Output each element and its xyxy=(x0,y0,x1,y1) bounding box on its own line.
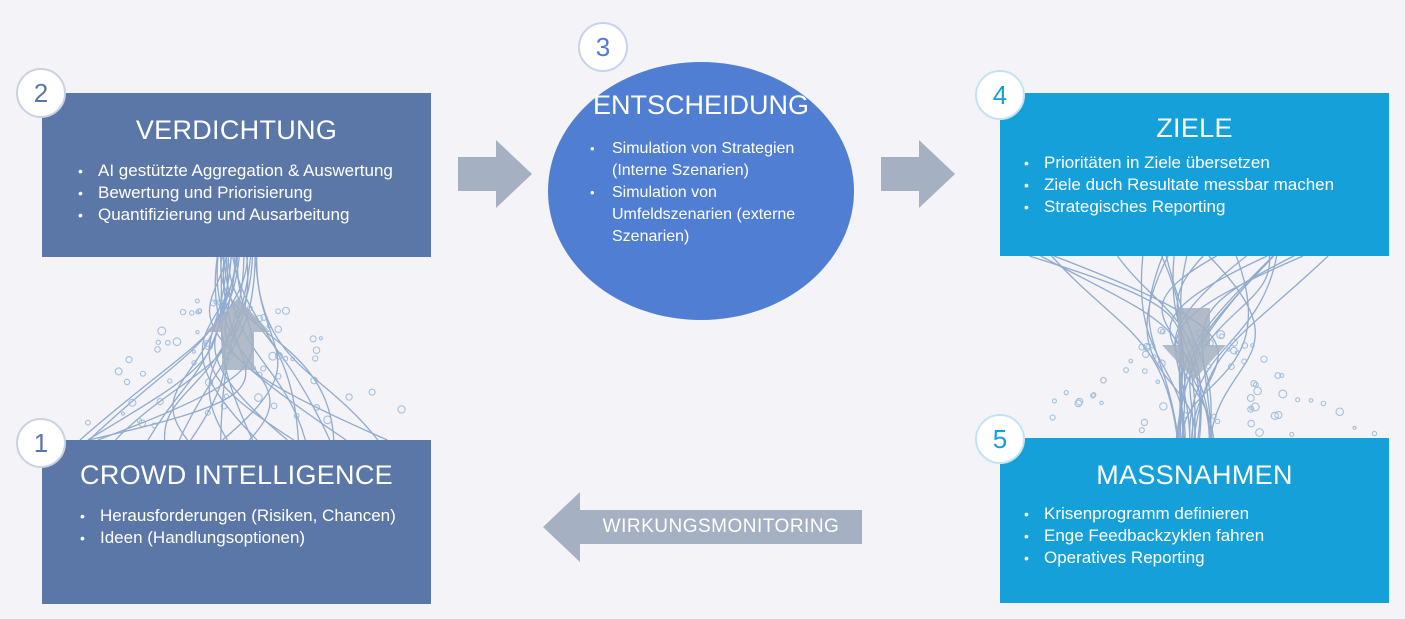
bubble xyxy=(1101,378,1106,383)
arrow-right-icon xyxy=(458,140,532,208)
list-item: Bewertung und Priorisierung xyxy=(76,182,431,204)
bubble xyxy=(1372,431,1376,435)
bubble xyxy=(310,336,316,342)
list-item: Krisenprogramm definieren xyxy=(1022,503,1389,525)
list-item: Strategisches Reporting xyxy=(1022,196,1389,218)
bubble xyxy=(1052,399,1056,403)
step-title: ENTSCHEIDUNG xyxy=(548,90,854,121)
bubble xyxy=(158,327,166,335)
bubble xyxy=(1290,432,1294,436)
bubble xyxy=(1279,390,1287,398)
bubble xyxy=(398,406,405,413)
bubble xyxy=(180,309,185,314)
bubble xyxy=(1321,401,1326,406)
list-item: Herausforderungen (Risiken, Chancen) xyxy=(78,505,431,527)
bubble xyxy=(313,356,318,361)
step-number-badge: 1 xyxy=(16,418,66,468)
list-item: Prioritäten in Ziele übersetzen xyxy=(1022,152,1389,174)
bubble xyxy=(156,340,160,344)
list-item: Enge Feedbackzyklen fahren xyxy=(1022,525,1389,547)
bubble xyxy=(192,350,195,353)
bubble xyxy=(196,331,199,334)
bubble xyxy=(1156,380,1160,384)
bubble xyxy=(1296,398,1300,402)
bubble xyxy=(1143,351,1149,357)
bubble xyxy=(1215,419,1219,423)
bubble xyxy=(346,394,352,400)
bubble xyxy=(1100,401,1103,404)
bubble xyxy=(324,416,332,424)
bubble xyxy=(224,394,228,398)
step-title: MASSNAHMEN xyxy=(1000,460,1389,491)
bubble xyxy=(1227,348,1230,351)
root-strand xyxy=(191,257,225,440)
bubble xyxy=(115,368,122,375)
bubble xyxy=(173,338,181,346)
bubble xyxy=(1251,344,1254,347)
list-item: Operatives Reporting xyxy=(1022,547,1389,569)
bubble xyxy=(1050,415,1055,420)
bubble xyxy=(271,403,277,409)
bubble xyxy=(1220,334,1224,338)
step-number-badge: 2 xyxy=(16,68,66,118)
bubble xyxy=(1242,359,1247,364)
bubble xyxy=(195,299,199,303)
bubble xyxy=(1141,419,1147,425)
bubble xyxy=(1143,369,1148,374)
step-entscheidung: ENTSCHEIDUNG Simulation von Strategien (… xyxy=(548,62,854,320)
step-number-badge: 3 xyxy=(578,22,628,72)
bubble xyxy=(86,420,91,425)
step-ziele: ZIELE Prioritäten in Ziele übersetzen Zi… xyxy=(1000,93,1389,256)
bubble xyxy=(1261,356,1267,362)
bubble xyxy=(319,337,322,340)
bubble xyxy=(276,309,281,314)
bubble xyxy=(155,347,161,353)
step-number-badge: 4 xyxy=(975,70,1025,120)
arrow-right-icon xyxy=(881,140,955,208)
list-item: Simulation von Strategien (Interne Szena… xyxy=(588,138,838,182)
bubble xyxy=(1064,391,1068,395)
root-strand xyxy=(1029,256,1183,438)
list-item: Ideen (Handlungsoptionen) xyxy=(78,527,431,549)
step-title: VERDICHTUNG xyxy=(42,115,431,146)
step-crowd-intelligence: CROWD INTELLIGENCE Herausforderungen (Ri… xyxy=(42,440,431,604)
bubble xyxy=(313,347,319,353)
bubble xyxy=(282,307,289,314)
step-title: CROWD INTELLIGENCE xyxy=(42,460,431,491)
list-item: Quantifizierung und Ausarbeitung xyxy=(76,204,431,226)
root-strand xyxy=(1052,256,1178,438)
bubble xyxy=(369,389,375,395)
bubble xyxy=(126,357,132,363)
bubble xyxy=(1256,429,1264,437)
step-verdichtung: VERDICHTUNG AI gestützte Aggregation & A… xyxy=(42,93,431,257)
bubble xyxy=(1336,408,1343,415)
bubble xyxy=(165,340,170,345)
bubble xyxy=(1160,403,1167,410)
list-item: Simulation von Umfeldszenarien (externe … xyxy=(588,182,838,248)
bubble xyxy=(122,412,125,415)
bubble xyxy=(255,394,263,402)
bubble xyxy=(190,311,195,316)
step-massnahmen: MASSNAHMEN Krisenprogramm definieren Eng… xyxy=(1000,438,1389,603)
bubble xyxy=(1248,420,1255,427)
bubble xyxy=(168,379,172,383)
bubble xyxy=(291,357,294,360)
bubble xyxy=(261,366,266,371)
bubble xyxy=(1139,428,1144,433)
bubble xyxy=(1247,395,1254,402)
list-item: Ziele duch Resultate messbar machen xyxy=(1022,174,1389,196)
step-title: ZIELE xyxy=(1000,113,1389,144)
bubble xyxy=(140,371,145,376)
bubble xyxy=(1353,426,1356,429)
bubble xyxy=(275,326,281,332)
step-number-badge: 5 xyxy=(975,414,1025,464)
bubble xyxy=(124,379,129,384)
bubble xyxy=(196,311,199,314)
bubble xyxy=(1309,399,1312,402)
list-item: AI gestützte Aggregation & Auswertung xyxy=(76,160,431,182)
bubble xyxy=(1129,359,1133,363)
bubble xyxy=(1124,368,1129,373)
feedback-arrow-label: WIRKUNGSMONITORING xyxy=(580,510,862,544)
bubble xyxy=(1254,387,1262,395)
